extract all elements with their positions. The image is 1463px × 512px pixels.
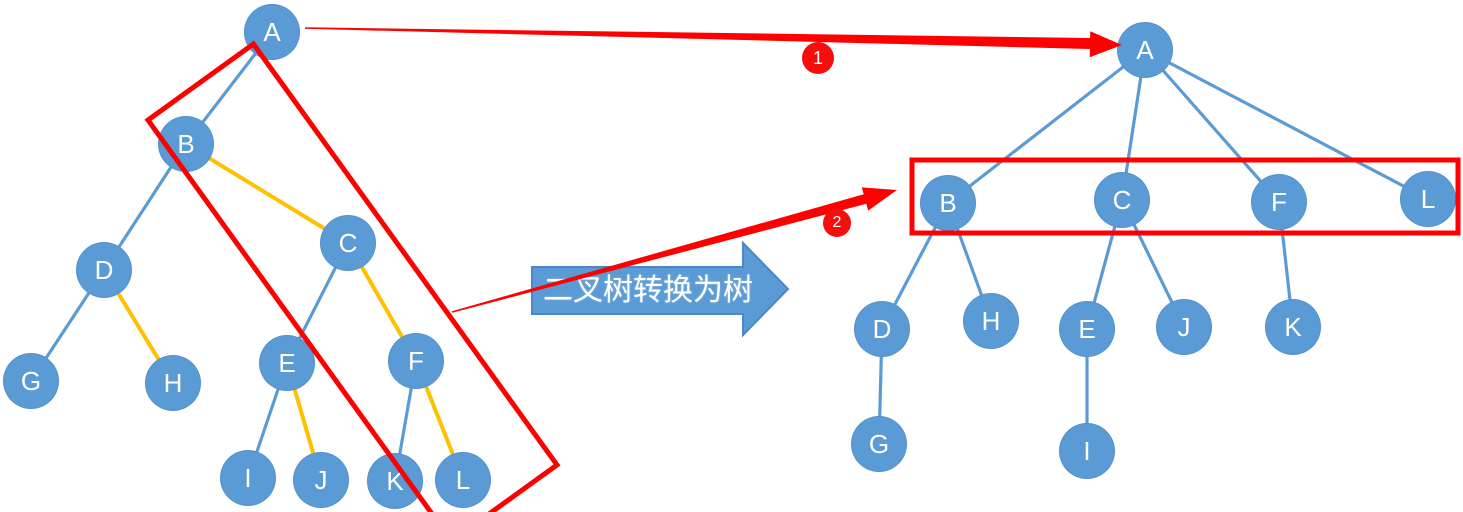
right-node-G: G xyxy=(851,416,907,472)
left-node-A: A xyxy=(244,4,300,60)
left-node-G: G xyxy=(3,353,59,409)
left-node-B: B xyxy=(158,116,214,172)
right-node-F: F xyxy=(1251,174,1307,230)
left-node-C: C xyxy=(320,215,376,271)
right-node-C: C xyxy=(1094,172,1150,228)
right-node-H: H xyxy=(963,293,1019,349)
left-node-J: J xyxy=(293,452,349,508)
left-node-F: F xyxy=(388,333,444,389)
right-edge-A-F xyxy=(1143,48,1281,204)
right-node-E: E xyxy=(1059,301,1115,357)
left-node-H: H xyxy=(145,355,201,411)
left-node-L: L xyxy=(435,452,491,508)
right-highlight-rect xyxy=(909,157,1461,236)
left-highlight-rect xyxy=(144,40,561,512)
step-badge-2: 2 xyxy=(823,209,851,237)
step-arrow-1 xyxy=(305,27,1122,58)
right-node-A: A xyxy=(1117,22,1173,78)
right-node-B: B xyxy=(920,175,976,231)
left-node-E: E xyxy=(259,335,315,391)
left-node-K: K xyxy=(367,453,423,509)
step-badge-1: 1 xyxy=(802,42,834,74)
right-node-I: I xyxy=(1059,423,1115,479)
right-node-K: K xyxy=(1265,299,1321,355)
right-node-J: J xyxy=(1156,299,1212,355)
conversion-arrow-label: 二叉树转换为树 xyxy=(543,274,753,307)
left-node-D: D xyxy=(76,242,132,298)
right-node-D: D xyxy=(854,301,910,357)
right-node-L: L xyxy=(1400,171,1456,227)
left-node-I: I xyxy=(220,450,276,506)
